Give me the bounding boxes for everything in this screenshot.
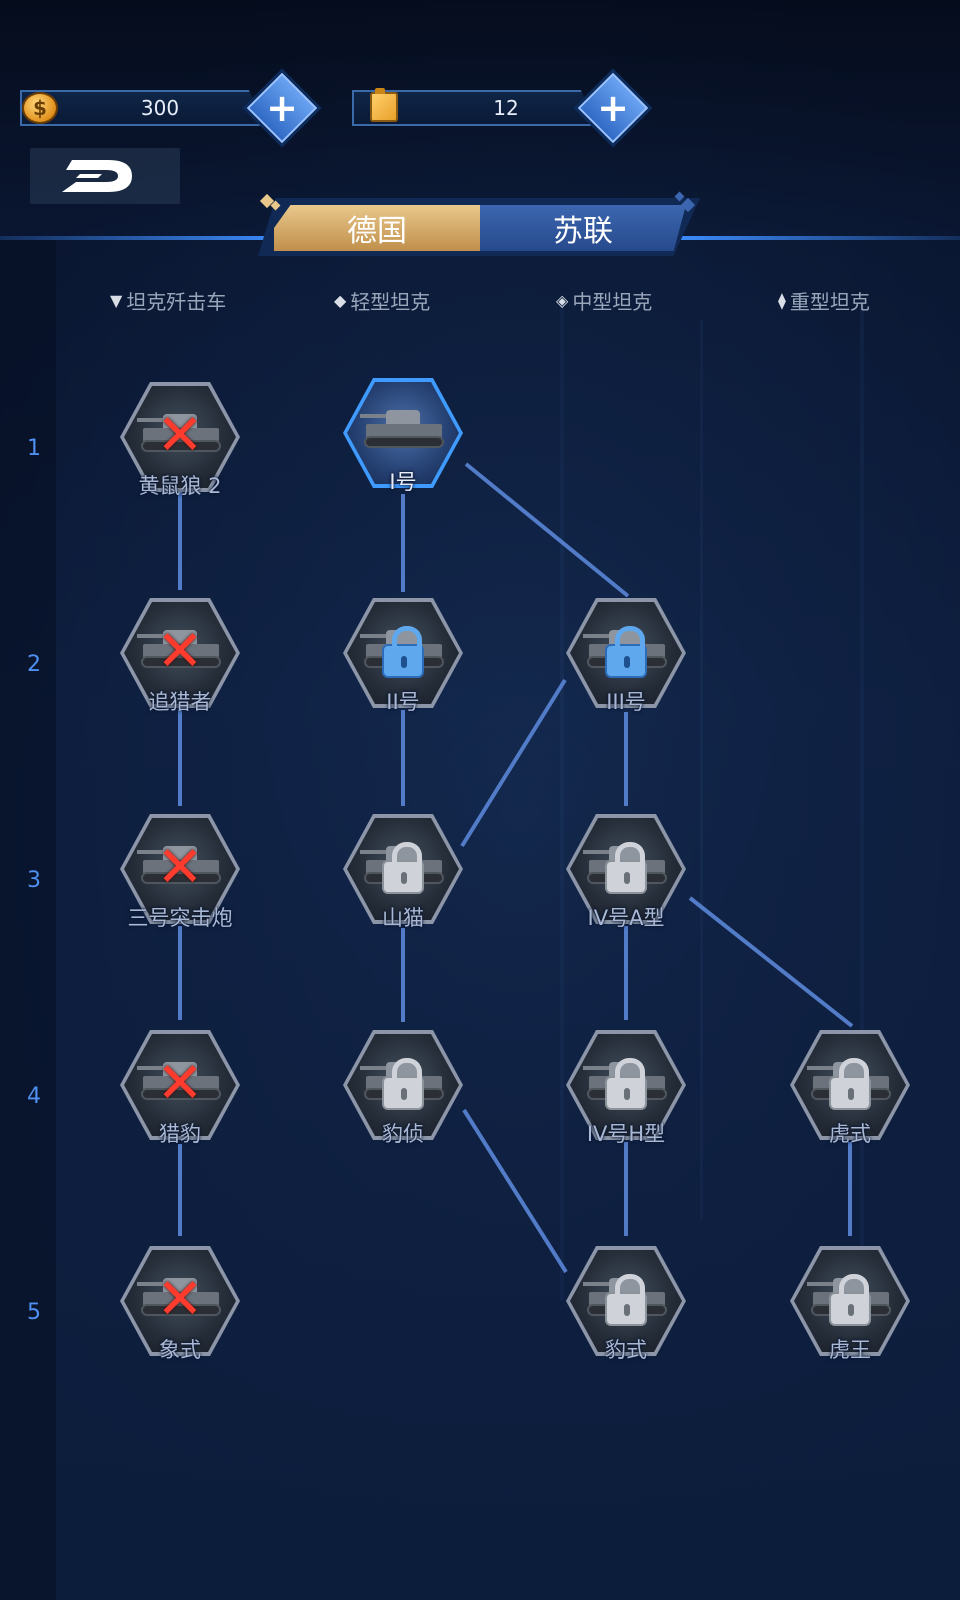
tab-soviet[interactable]: 苏联 <box>480 205 686 251</box>
tank-name: II号 <box>386 690 420 714</box>
row-number-strip <box>0 240 56 1600</box>
tank-node-panzer-iii[interactable]: III号 <box>561 594 691 734</box>
row-number: 3 <box>27 868 41 893</box>
tank-icon <box>137 624 223 674</box>
tank-node-luchs[interactable]: 山猫 <box>338 810 468 950</box>
unavailable-x-icon: ✕ <box>156 618 204 684</box>
legend-light-tank: ◆ 轻型坦克 <box>334 286 430 315</box>
unavailable-x-icon: ✕ <box>156 1266 204 1332</box>
legend-medium-tank: ◈ 中型坦克 <box>556 286 652 315</box>
background-pillar <box>860 300 864 1300</box>
lock-icon <box>829 1274 871 1326</box>
logo <box>30 148 180 204</box>
tank-name: 三号突击炮 <box>127 906 233 930</box>
coin-icon: $ <box>22 92 58 124</box>
lock-icon <box>382 1058 424 1110</box>
tank-destroyer-icon: ▼ <box>110 291 123 310</box>
unavailable-x-icon: ✕ <box>156 834 204 900</box>
lock-icon <box>605 1058 647 1110</box>
medium-tank-icon: ◈ <box>556 291 569 310</box>
coin-value: 300 <box>140 96 180 120</box>
tree-link <box>460 678 567 848</box>
tank-name: 象式 <box>159 1338 201 1362</box>
unavailable-x-icon: ✕ <box>156 1050 204 1116</box>
tank-name: 豹侦 <box>382 1122 424 1146</box>
unavailable-x-icon: ✕ <box>156 402 204 468</box>
tree-link <box>462 1108 568 1274</box>
tank-icon <box>360 404 446 454</box>
background-pillar <box>560 300 564 1300</box>
tank-icon <box>137 1272 223 1322</box>
tank-node-stug-iii[interactable]: ✕ 三号突击炮 <box>115 810 245 950</box>
tank-node-elefant[interactable]: ✕ 象式 <box>115 1242 245 1382</box>
row-number: 4 <box>27 1084 41 1109</box>
tank-name: I号 <box>389 470 417 494</box>
tank-node-marder-2[interactable]: ✕ 黄鼠狼 2 <box>115 378 245 518</box>
lock-icon <box>382 842 424 894</box>
tank-icon <box>137 1056 223 1106</box>
tank-name: 黄鼠狼 2 <box>138 474 222 498</box>
fuel-value: 12 <box>493 96 519 120</box>
tank-name: 山猫 <box>382 906 424 930</box>
legend-label: 中型坦克 <box>572 290 653 314</box>
hex-frame <box>120 1246 240 1356</box>
tank-node-panzer-i[interactable]: I号 <box>338 374 468 514</box>
lock-icon <box>605 626 647 678</box>
row-number: 1 <box>27 436 41 461</box>
coin-counter-bar <box>20 90 266 126</box>
tank-node-jagdpanzer-38t[interactable]: ✕ 追猎者 <box>115 594 245 734</box>
legend-label: 轻型坦克 <box>350 290 431 314</box>
tank-name: III号 <box>606 690 646 714</box>
tank-name: 猎豹 <box>159 1122 201 1146</box>
tank-node-panzer-iv-h[interactable]: IV号H型 <box>561 1026 691 1166</box>
tank-node-panzer-ii[interactable]: II号 <box>338 594 468 734</box>
tank-node-leopard[interactable]: 豹侦 <box>338 1026 468 1166</box>
light-tank-icon: ◆ <box>334 291 347 310</box>
tank-name: IV号A型 <box>587 906 665 930</box>
tank-node-panther[interactable]: 豹式 <box>561 1242 691 1382</box>
legend-label: 坦克歼击车 <box>126 290 227 314</box>
background-pillar <box>700 320 703 1220</box>
lock-icon <box>605 842 647 894</box>
tab-germany[interactable]: 德国 <box>274 205 480 251</box>
row-number: 2 <box>27 652 41 677</box>
tank-name: 豹式 <box>605 1338 647 1362</box>
legend-tank-destroyer: ▼ 坦克歼击车 <box>110 286 226 315</box>
logo-d-icon <box>62 160 132 192</box>
tank-icon <box>137 840 223 890</box>
tank-name: 虎王 <box>829 1338 871 1362</box>
tank-node-tiger-ii[interactable]: 虎王 <box>785 1242 915 1382</box>
tank-name: 追猎者 <box>148 690 212 714</box>
legend-label: 重型坦克 <box>789 290 870 314</box>
row-number: 5 <box>27 1300 41 1325</box>
tree-link <box>464 462 630 598</box>
tank-icon <box>137 408 223 458</box>
tank-node-jagdpanther[interactable]: ✕ 猎豹 <box>115 1026 245 1166</box>
lock-icon <box>382 626 424 678</box>
tank-name: IV号H型 <box>586 1122 666 1146</box>
tank-name: 虎式 <box>829 1122 871 1146</box>
lock-icon <box>605 1274 647 1326</box>
tank-node-tiger[interactable]: 虎式 <box>785 1026 915 1166</box>
tree-link <box>688 896 854 1028</box>
legend-heavy-tank: ⧫ 重型坦克 <box>778 286 870 315</box>
tank-node-panzer-iv-a[interactable]: IV号A型 <box>561 810 691 950</box>
heavy-tank-icon: ⧫ <box>778 291 786 310</box>
lock-icon <box>829 1058 871 1110</box>
fuel-can-icon <box>370 88 398 122</box>
